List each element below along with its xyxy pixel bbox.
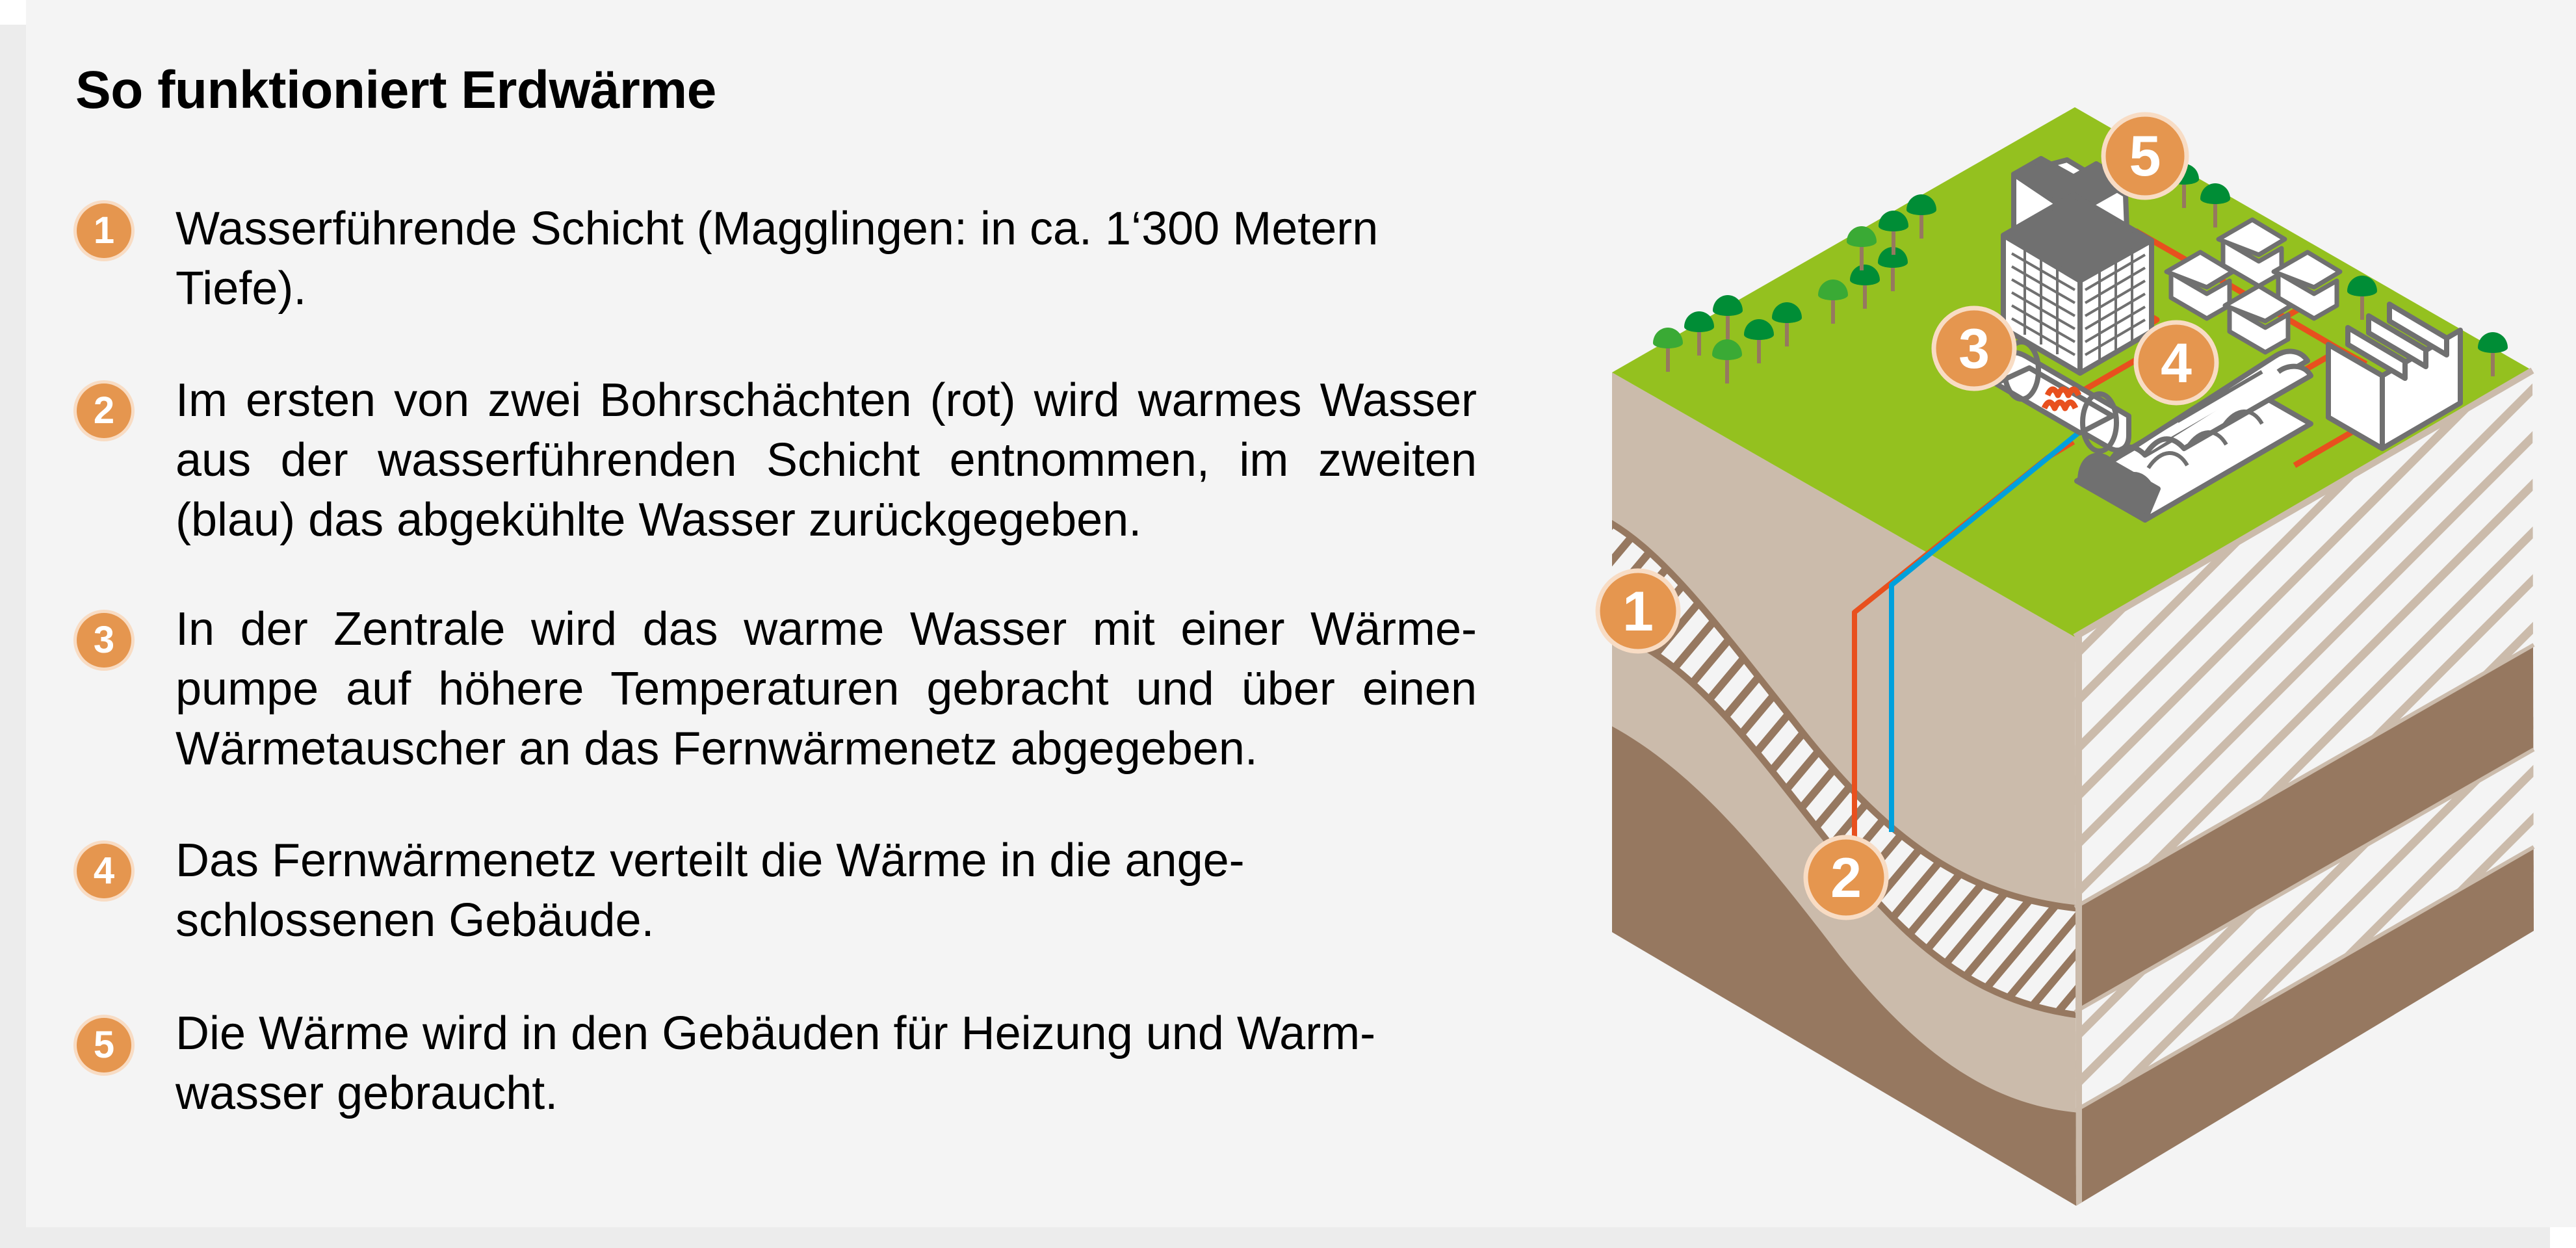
step-text-3: In der Zentrale wird das warme Wasser mi… <box>176 603 1477 775</box>
step-badge-4: 4 <box>73 840 135 902</box>
step-text-2: Im ersten von zwei Bohrschächten (rot) w… <box>176 374 1477 546</box>
step-text-1: Wasserführende Schicht (Magglingen: in c… <box>176 203 1379 315</box>
step-text-4: Das Fernwärmenetz verteilt die Wärme in … <box>176 835 1245 946</box>
step-badge-5: 5 <box>73 1015 135 1076</box>
step-badge-2: 2 <box>73 380 135 441</box>
top-left-strip <box>0 0 26 25</box>
step-badge-1: 1 <box>73 200 135 261</box>
step-badge-3: 3 <box>73 610 135 671</box>
step-text-5: Die Wärme wird in den Gebäuden für Heizu… <box>176 1008 1376 1119</box>
bottom-right-corner <box>2550 1227 2576 1248</box>
page-title: So funktioniert Erdwärme <box>75 60 716 120</box>
